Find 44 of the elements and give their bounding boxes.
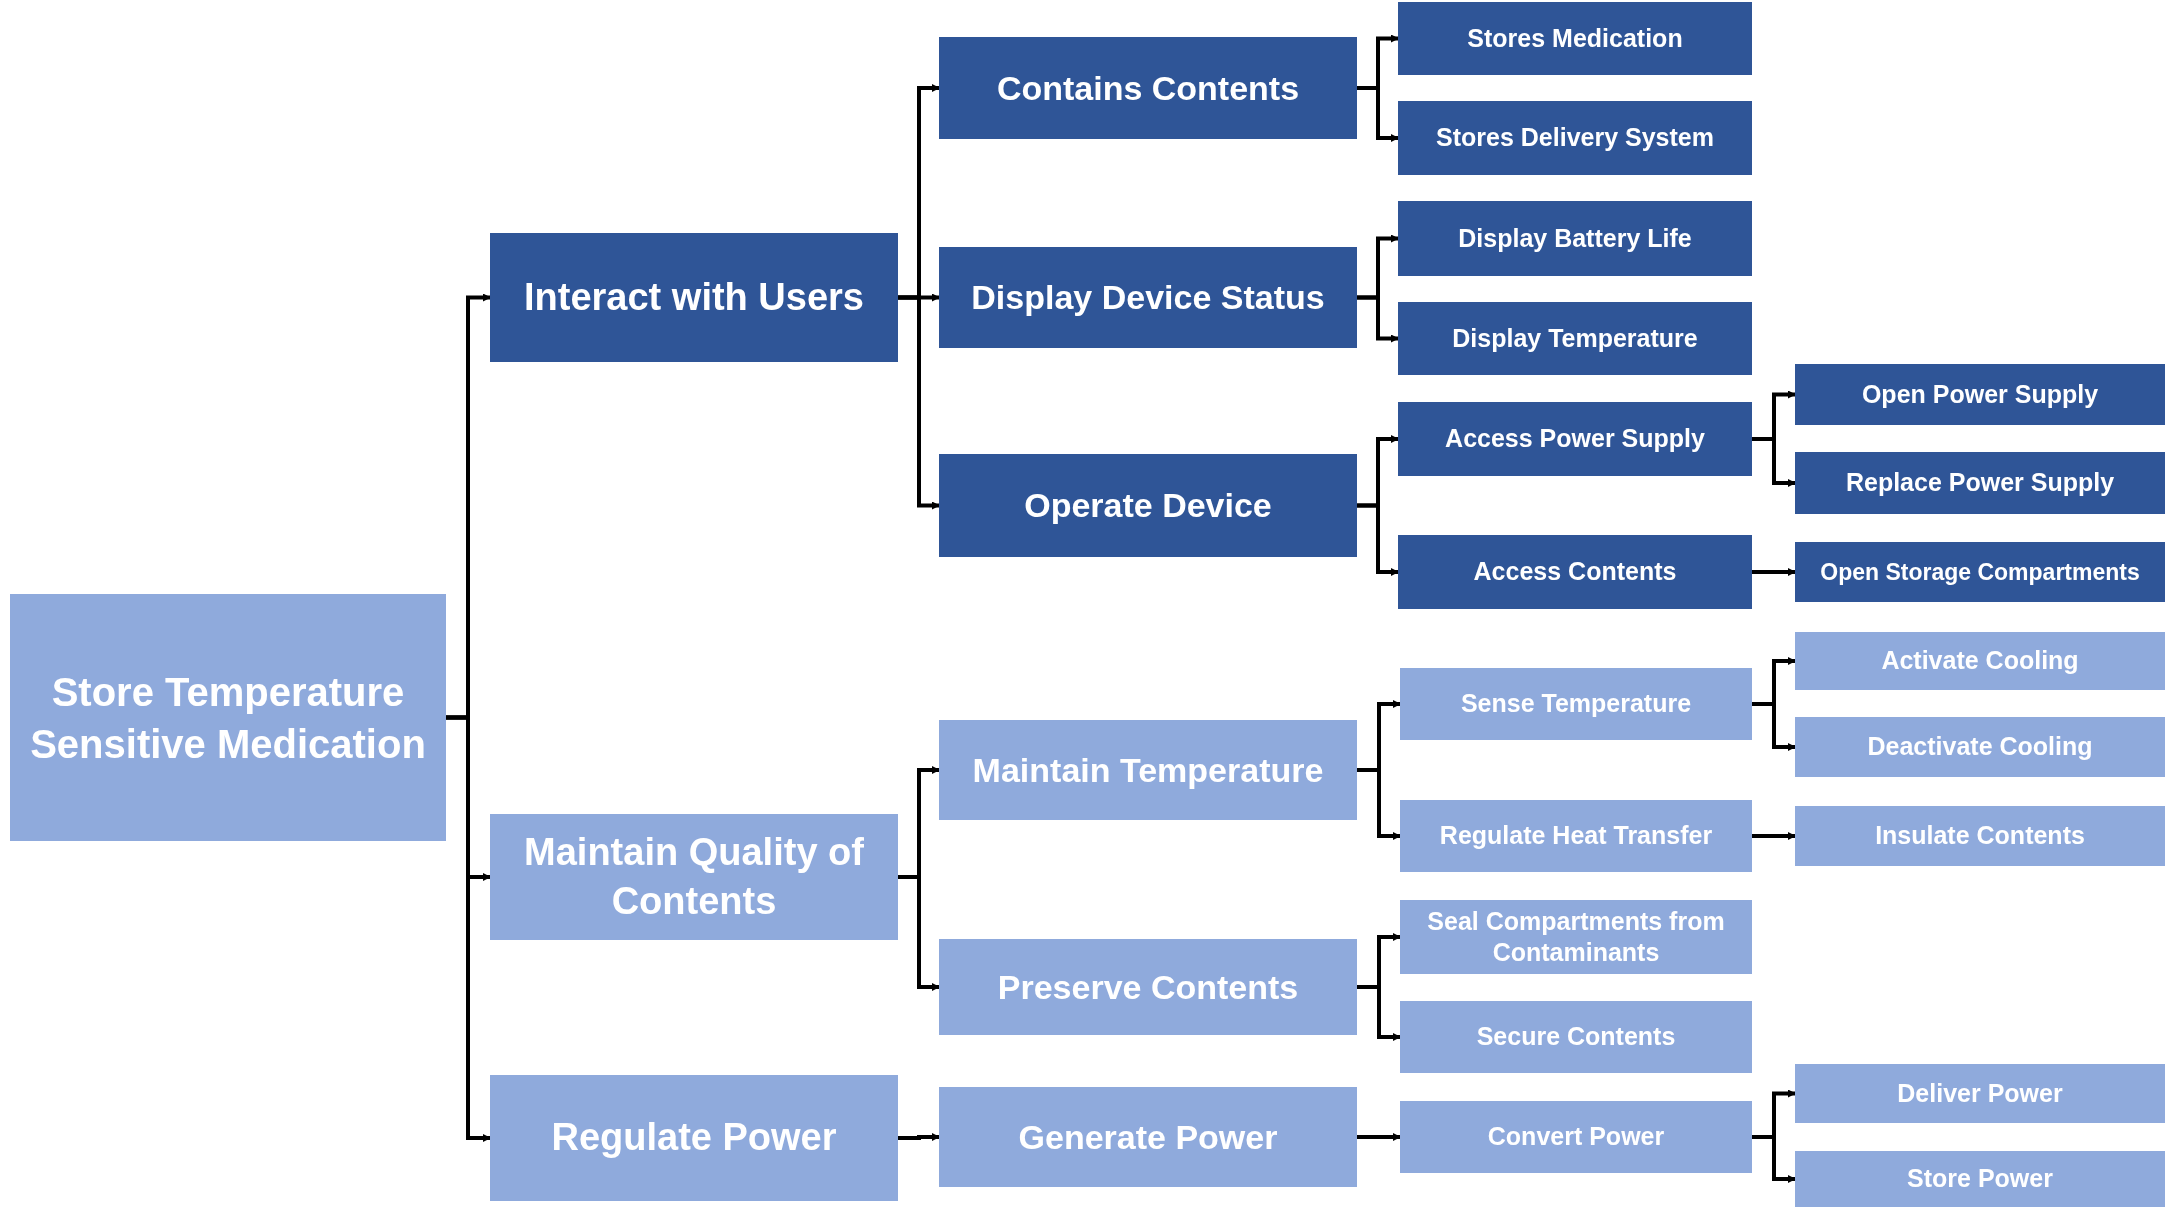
connector-arrow — [1752, 568, 1796, 576]
connector-arrow — [446, 715, 491, 1142]
function-box: Secure Contents — [1400, 1001, 1752, 1073]
connector-arrow — [1752, 702, 1796, 751]
connector-arrow — [1357, 503, 1399, 576]
function-box: Access Power Supply — [1398, 402, 1752, 476]
connector-arrow — [1357, 86, 1399, 142]
function-box: Deactivate Cooling — [1795, 717, 2165, 777]
connector-arrow — [1357, 768, 1401, 840]
connector-arrow — [1752, 832, 1796, 840]
connector-arrow — [1357, 295, 1399, 343]
connector-arrow — [1752, 437, 1796, 487]
function-box: Open Power Supply — [1795, 364, 2165, 425]
connector-arrow — [1357, 1133, 1401, 1141]
function-box: Maintain Temperature — [939, 720, 1357, 820]
function-box: Sense Temperature — [1400, 668, 1752, 740]
connector-arrow — [898, 875, 940, 991]
function-box: Stores Delivery System — [1398, 101, 1752, 175]
function-box: Deliver Power — [1795, 1064, 2165, 1123]
function-box: Insulate Contents — [1795, 806, 2165, 866]
function-box: Stores Medication — [1398, 2, 1752, 75]
function-box: Open Storage Compartments — [1795, 542, 2165, 602]
function-box: Contains Contents — [939, 37, 1357, 139]
function-box: Display Temperature — [1398, 302, 1752, 375]
function-box: Activate Cooling — [1795, 632, 2165, 690]
function-box: Operate Device — [939, 454, 1357, 557]
connector-arrow — [1357, 985, 1401, 1041]
function-box: Store Temperature Sensitive Medication — [10, 594, 446, 841]
function-box: Regulate Heat Transfer — [1400, 800, 1752, 872]
connector-arrow — [898, 295, 940, 510]
function-box: Display Battery Life — [1398, 201, 1752, 276]
function-box: Preserve Contents — [939, 939, 1357, 1035]
function-box: Maintain Quality of Contents — [490, 814, 898, 940]
function-box: Display Device Status — [939, 247, 1357, 348]
function-box: Seal Compartments from Contaminants — [1400, 900, 1752, 974]
function-box: Generate Power — [939, 1087, 1357, 1187]
function-box: Replace Power Supply — [1795, 452, 2165, 514]
function-box: Store Power — [1795, 1151, 2165, 1207]
function-box: Access Contents — [1398, 535, 1752, 609]
function-box: Regulate Power — [490, 1075, 898, 1201]
connector-arrow — [898, 1133, 940, 1141]
connector-arrow — [1752, 1135, 1796, 1183]
function-box: Convert Power — [1400, 1101, 1752, 1173]
function-box: Interact with Users — [490, 233, 898, 362]
